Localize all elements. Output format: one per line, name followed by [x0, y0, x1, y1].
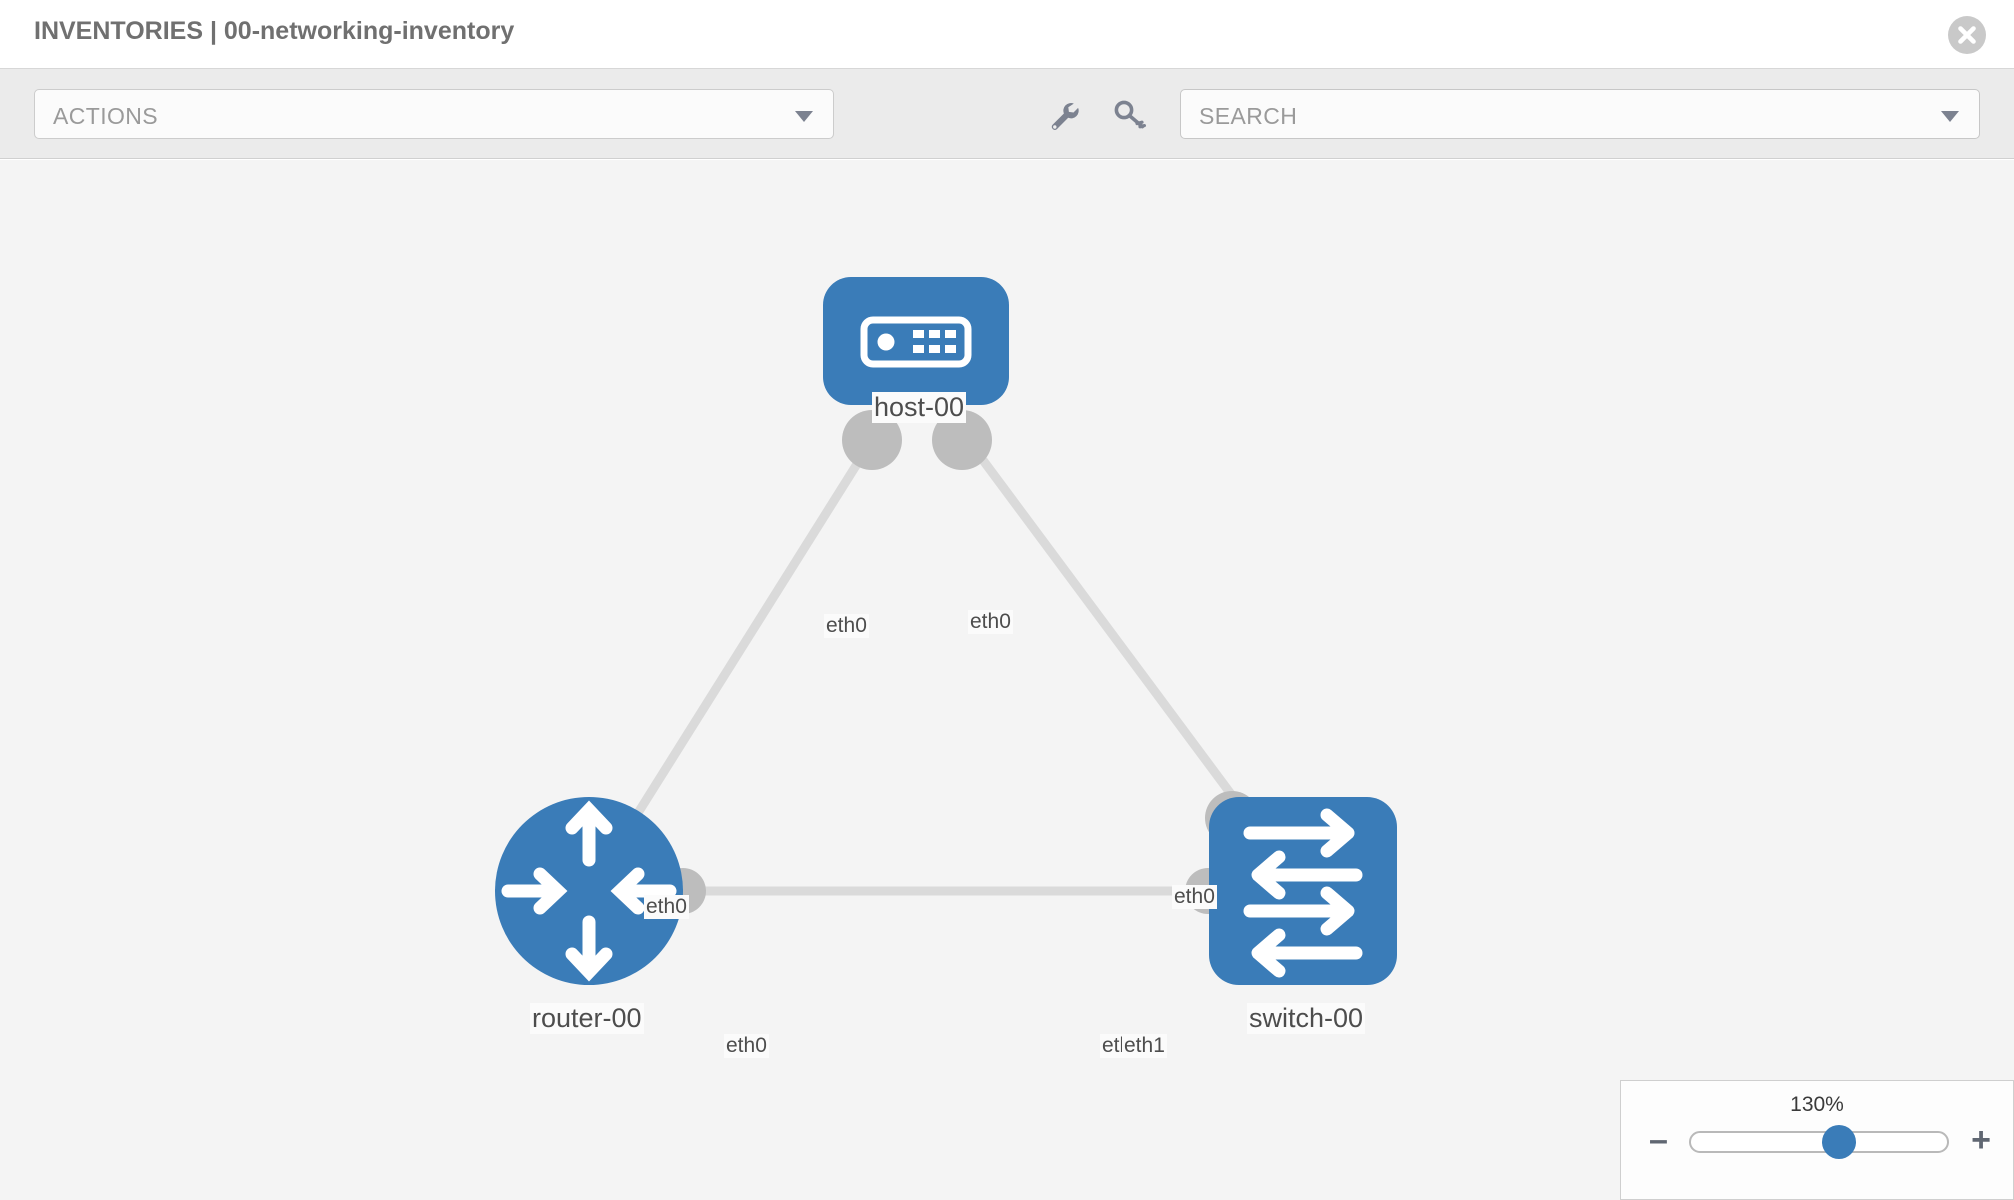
chevron-down-icon: [795, 111, 813, 122]
page-header: INVENTORIES | 00-networking-inventory: [0, 0, 2014, 69]
connector-host-right[interactable]: [932, 410, 992, 470]
toolbar: ACTIONS SEARCH: [0, 69, 2014, 159]
zoom-slider-thumb[interactable]: [1822, 1125, 1857, 1159]
zoom-level-label: 130%: [1790, 1093, 1844, 1116]
node-router-00[interactable]: [495, 797, 683, 985]
zoom-in-button[interactable]: +: [1971, 1121, 1991, 1159]
edge-label-switch-router-eth1[interactable]: eth1: [1122, 1034, 1167, 1058]
node-label-host-00[interactable]: host-00: [872, 392, 967, 423]
router-arrows-icon: [501, 800, 677, 982]
actions-dropdown[interactable]: ACTIONS: [34, 89, 834, 139]
switch-arrows-icon: [1243, 808, 1363, 978]
topology-graph: [495, 277, 1397, 985]
close-icon[interactable]: [1946, 14, 1988, 56]
connector-host-left[interactable]: [842, 410, 902, 470]
page-title: INVENTORIES | 00-networking-inventory: [34, 17, 515, 45]
zoom-control-panel: 130% – +: [1620, 1080, 2014, 1200]
search-placeholder: SEARCH: [1199, 103, 1298, 129]
node-label-router-00[interactable]: router-00: [530, 1003, 644, 1034]
topology-canvas[interactable]: host-00 router-00 switch-00 eth0 eth0 et…: [0, 160, 2014, 1200]
node-label-switch-00[interactable]: switch-00: [1247, 1003, 1366, 1034]
actions-dropdown-label: ACTIONS: [53, 103, 159, 129]
server-icon: [860, 316, 972, 368]
wrench-icon[interactable]: [1043, 95, 1083, 135]
edge-label-host-router-eth0[interactable]: eth0: [824, 614, 869, 638]
zoom-slider[interactable]: [1689, 1125, 1949, 1159]
chevron-down-icon[interactable]: [1941, 111, 1959, 122]
edge-label-router-switch-eth0[interactable]: eth0: [724, 1034, 769, 1058]
edge-label-router-host-eth0[interactable]: eth0: [644, 895, 689, 919]
connector-group: [660, 410, 1259, 914]
key-icon[interactable]: [1110, 95, 1150, 135]
search-input[interactable]: SEARCH: [1180, 89, 1980, 139]
zoom-out-button[interactable]: –: [1649, 1121, 1668, 1159]
node-switch-00[interactable]: [1209, 797, 1397, 985]
node-host-00[interactable]: [823, 277, 1009, 405]
edge-label-switch-host-eth0[interactable]: eth0: [1172, 885, 1217, 909]
edge-label-host-switch-eth0[interactable]: eth0: [968, 610, 1013, 634]
